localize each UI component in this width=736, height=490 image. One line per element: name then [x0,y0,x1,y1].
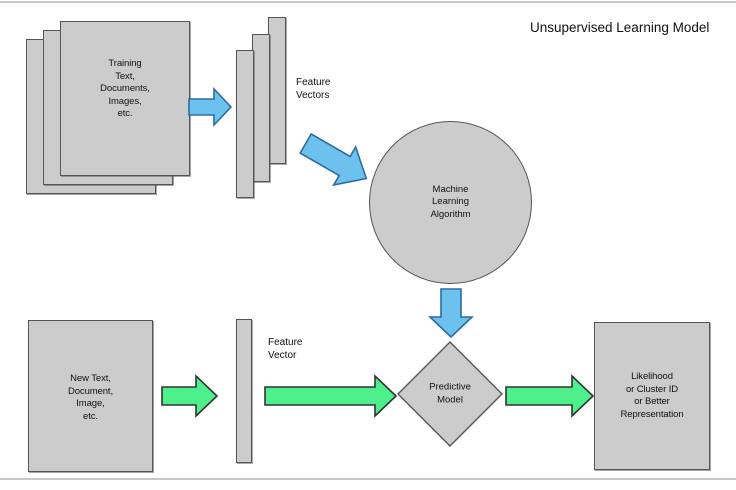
new-input-node[interactable]: New Text, Document, Image, etc. [28,320,153,472]
feature-vector-single-bar [236,319,252,463]
bottom-divider-rule [0,478,736,480]
predictive-model-node[interactable]: Predictive Model [397,341,503,447]
arrow-input-to-vector [161,374,219,418]
feature-vector-caption: Feature Vector [268,337,303,361]
new-input-label: New Text, Document, Image, etc. [67,373,114,422]
top-divider-rule [0,1,736,3]
arrow-vector-to-model [264,374,398,418]
feature-vector-bar-front [236,50,254,198]
training-documents[interactable]: Training Text, Documents, Images, etc. [60,21,190,176]
feature-vector-bar-middle [252,34,270,182]
feature-vector-bar-back [268,17,286,164]
arrow-model-to-output [505,374,595,418]
training-documents-label: Training Text, Documents, Images, etc. [100,58,150,120]
arrow-features-to-algorithm [298,130,374,192]
output-label: Likelihood or Cluster ID or Better Repre… [620,371,684,420]
arrow-algorithm-to-model [427,288,475,339]
output-node[interactable]: Likelihood or Cluster ID or Better Repre… [594,322,710,470]
ml-algorithm-label: Machine Learning Algorithm [430,183,471,220]
ml-algorithm-node[interactable]: Machine Learning Algorithm [369,121,532,284]
arrow-train-to-features [188,86,233,128]
page-title: Unsupervised Learning Model [530,20,710,35]
feature-vectors-caption: Feature Vectors [296,77,331,101]
